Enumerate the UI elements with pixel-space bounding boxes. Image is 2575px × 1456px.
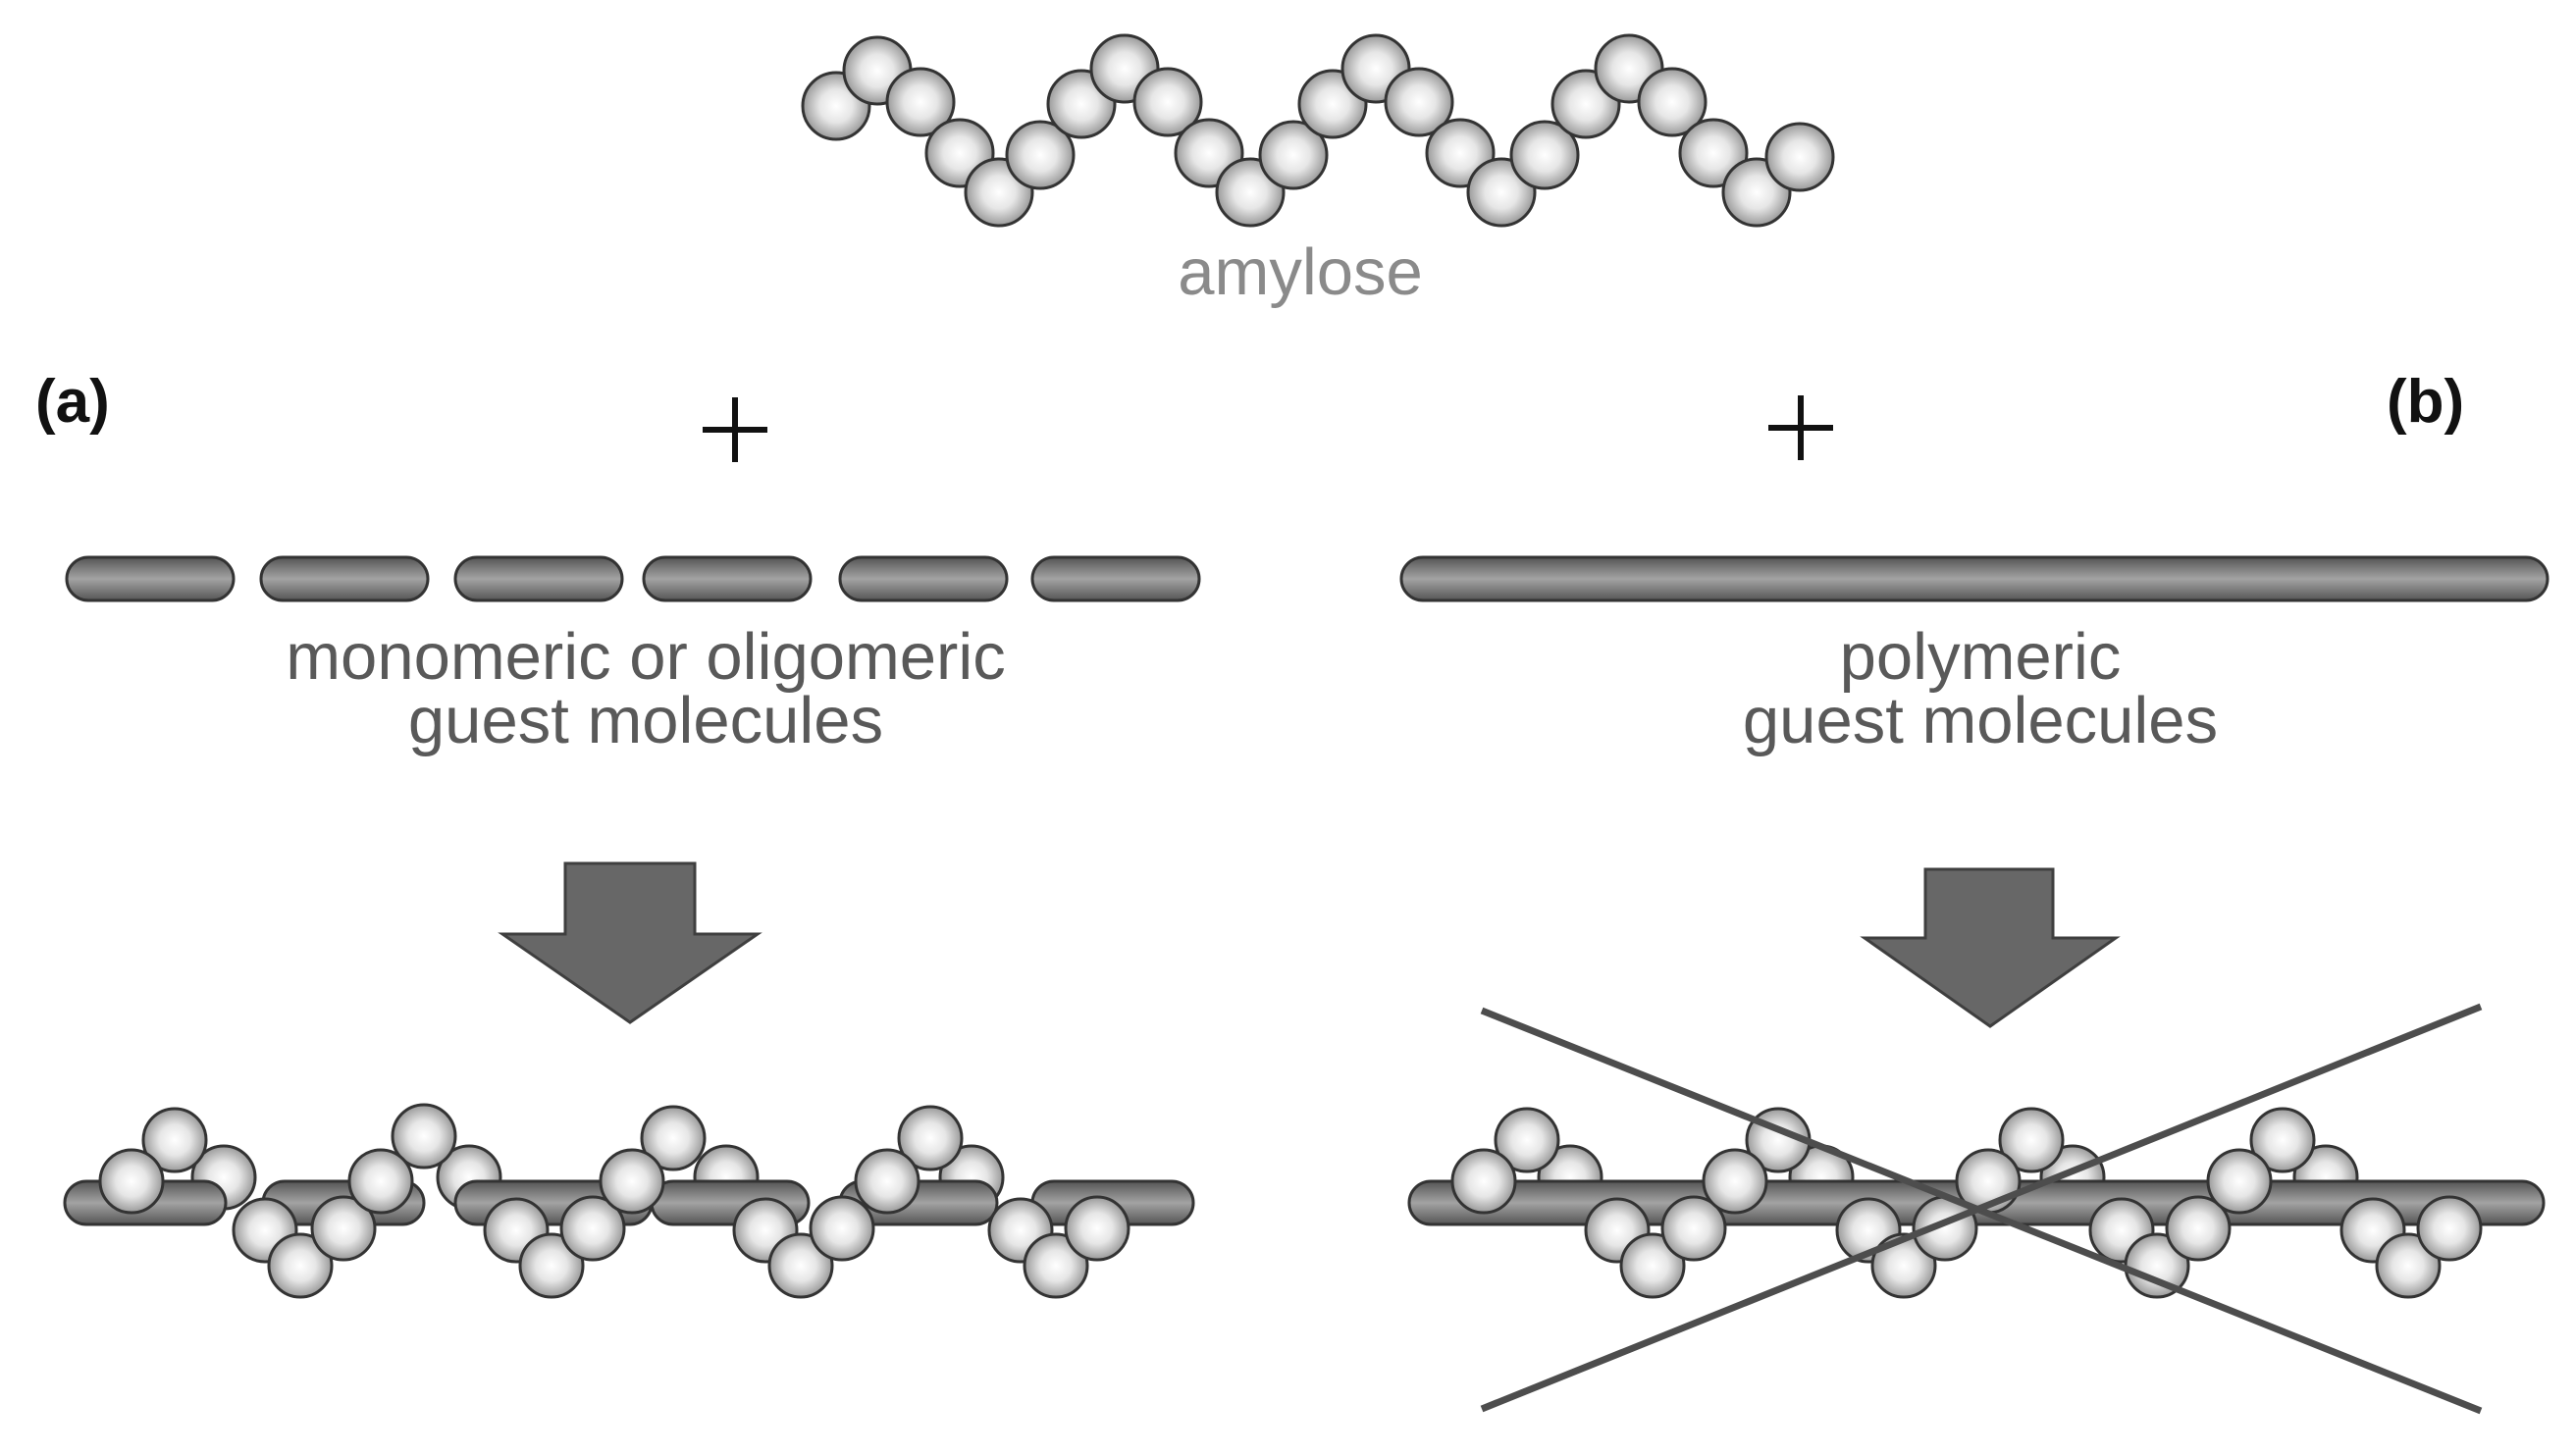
panel-a-label: (a) [35,368,110,436]
amylose-unit [310,1195,377,1262]
amylose-unit [885,67,956,137]
plus-sign-a [703,397,767,462]
amylose-unit [1450,1148,1517,1215]
amylose-unit [809,1195,875,1262]
amylose-unit [559,1195,626,1262]
plus-sign-b [1768,395,1833,460]
cross-out-mark [1480,1003,2483,1415]
guest-rod-long [1399,555,2549,602]
amylose-unit [1132,67,1203,137]
amylose-unit [267,1232,334,1299]
amylose-unit [2249,1107,2316,1173]
amylose-unit [1023,1232,1089,1299]
amylose-chain [801,33,1835,228]
amylose-unit [1384,67,1454,137]
panel-b-label: (b) [2387,368,2464,436]
amylose-unit [599,1148,665,1215]
amylose-unit [141,1107,208,1173]
amylose-unit [518,1232,585,1299]
amylose-unit [391,1103,457,1170]
guest-rods-short [65,555,1201,602]
amylose-unit [1258,120,1329,190]
amylose-unit [1619,1232,1686,1299]
guest-a-label-line1: monomeric or oligomeric [286,620,1006,694]
amylose-unit [2416,1195,2483,1262]
amylose-unit [347,1148,414,1215]
amylose-unit [1064,1195,1130,1262]
guest-a-label-line2: guest molecules [408,684,883,757]
amylose-unit [1998,1107,2065,1173]
amylose-unit [1870,1232,1937,1299]
amylose-label: amylose [1178,235,1422,309]
amylose-unit [2206,1148,2273,1215]
amylose-unit [1702,1148,1768,1215]
amylose-unit [1637,67,1708,137]
down-arrow-b [1860,867,2121,1028]
amylose-unit [1494,1107,1560,1173]
amylose-unit [767,1232,834,1299]
amylose-unit [2165,1195,2232,1262]
amylose-unit [98,1148,165,1215]
amylose-unit [854,1148,920,1215]
guest-b-label-line1: polymeric [1840,620,2122,694]
amylose-unit [2375,1232,2442,1299]
amylose-unit [640,1105,707,1171]
inclusion-complex-a [63,1103,1195,1299]
inclusion-complex-b [1407,1107,2546,1299]
amylose-unit [1660,1195,1727,1262]
guest-b-label-line2: guest molecules [1743,684,2218,757]
down-arrow-a [498,861,762,1024]
amylose-unit [897,1105,964,1171]
amylose-unit [1509,120,1580,190]
amylose-unit [1005,120,1076,190]
amylose-unit [1764,122,1835,192]
